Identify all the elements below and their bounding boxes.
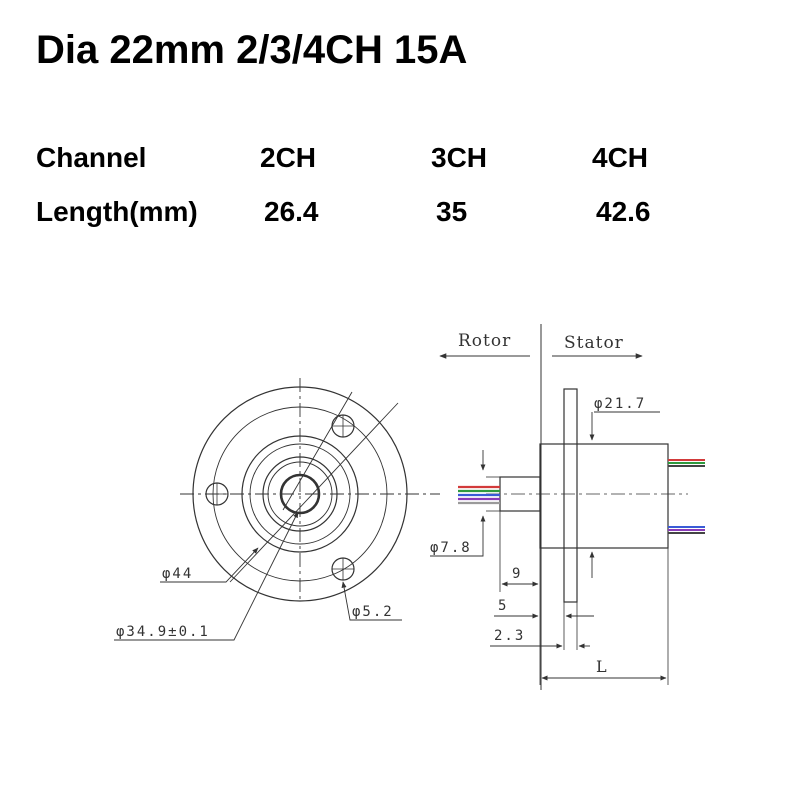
stator-body xyxy=(539,443,669,549)
stator-wires-bottom xyxy=(668,526,705,534)
flange-outline xyxy=(192,386,408,602)
channel-4ch: 4CH xyxy=(592,142,649,173)
dim-hole-circle: φ34.9±0.1 xyxy=(116,624,210,640)
row-label-length: Length(mm) xyxy=(36,196,198,227)
shaft-ring-inner xyxy=(267,461,333,527)
leader-hole-dia xyxy=(341,581,402,621)
body-outline xyxy=(241,435,359,553)
dim-total-length: L xyxy=(596,657,609,676)
length-3ch: 35 xyxy=(436,196,468,227)
diameter-leader xyxy=(229,402,399,583)
rotor-wires xyxy=(458,485,500,505)
channel-2ch: 2CH xyxy=(260,142,317,173)
leader-hole-circle xyxy=(114,511,299,641)
row-label-channel: Channel xyxy=(36,142,147,173)
dim-hole-dia: φ5.2 xyxy=(352,604,394,620)
leader-flange-dia xyxy=(160,547,259,583)
body-inner-ring xyxy=(249,443,351,545)
shaft-ring xyxy=(262,456,338,532)
length-4ch: 42.6 xyxy=(596,196,651,227)
dim-flange-thickness: 2.3 xyxy=(494,628,525,644)
label-rotor: Rotor xyxy=(458,331,511,351)
stator-wires-top xyxy=(668,459,705,467)
channel-3ch: 3CH xyxy=(431,142,488,173)
side-view xyxy=(430,324,688,690)
dim-flange-offset: 5 xyxy=(498,598,508,614)
dim-rotor-dia: φ7.8 xyxy=(430,540,472,556)
front-view xyxy=(114,378,440,641)
dim-stator-dia: φ21.7 xyxy=(594,396,646,412)
length-2ch: 26.4 xyxy=(264,196,319,227)
product-title: Dia 22mm 2/3/4CH 15A xyxy=(36,28,468,72)
shaft-outline xyxy=(279,473,321,515)
label-stator: Stator xyxy=(564,333,624,353)
dim-rotor-length: 9 xyxy=(512,566,522,582)
side-flange xyxy=(563,388,578,603)
dim-flange-dia: φ44 xyxy=(162,566,193,582)
